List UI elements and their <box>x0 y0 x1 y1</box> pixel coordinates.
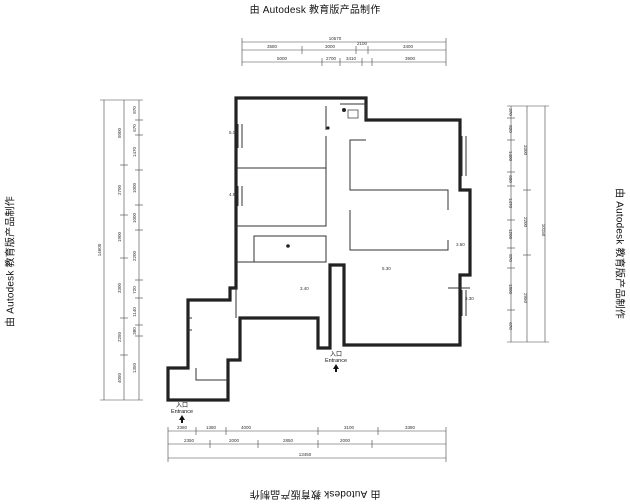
dim-left-a4: 3300 <box>117 282 122 293</box>
dim-left-b5: 1000 <box>132 212 137 223</box>
dim-bottom-5: 3380 <box>405 425 416 430</box>
fixtures <box>286 108 359 248</box>
dim-left-b7: 720 <box>132 286 137 294</box>
bottom-dimension-chain: 2380 1380 4000 3100 3380 2350 2000 2850 … <box>167 425 447 462</box>
dim-right-b8: 1800 <box>508 284 513 295</box>
dim-left-overall: 14600 <box>97 243 102 256</box>
dim-left-b6: 2200 <box>132 250 137 261</box>
dim-right-b3: 1400 <box>508 151 513 162</box>
room-label-5: 3.60 <box>456 242 465 247</box>
dim-left-b2: 670 <box>132 124 137 132</box>
dim-bottom-overall: 13450 <box>299 452 312 457</box>
dim-left-a3: 1900 <box>117 231 122 242</box>
dim-right-a2: 2200 <box>523 217 528 228</box>
room-label-1: 5.00 <box>229 130 238 135</box>
dim-right-a1: 3300 <box>523 145 528 156</box>
entrance-secondary-cn: 入口 <box>176 402 188 409</box>
dim-left-b3: 1470 <box>132 146 137 157</box>
dim-left-b9: 380 <box>132 327 137 335</box>
dim-left-a1: 5000 <box>117 127 122 138</box>
entrance-main-en: Entrance <box>325 358 347 364</box>
entrance-main-cn: 入口 <box>330 351 342 358</box>
entrance-secondary: 入口 Entrance <box>171 402 193 423</box>
dim-left-a6: 4050 <box>117 372 122 383</box>
entrance-main: 入口 Entrance <box>325 351 347 372</box>
dim-top-1: 3580 <box>267 44 278 49</box>
dim-top-7: 3410 <box>346 56 357 61</box>
dim-bottom-7: 2000 <box>229 438 240 443</box>
room-label-3: 3.40 <box>300 286 309 291</box>
top-dimension-chain: 10570 3580 3000 2100 3400 5000 2700 3410… <box>241 36 447 66</box>
watermark-top: 由 Autodesk 教育版产品制作 <box>249 5 381 16</box>
dim-bottom-1: 2380 <box>177 425 188 430</box>
room-label-4: 5.30 <box>382 266 391 271</box>
dim-bottom-9: 2000 <box>340 438 351 443</box>
arrow-up-icon <box>179 415 185 423</box>
dim-bottom-4: 3100 <box>344 425 355 430</box>
dim-left-a5: 2250 <box>117 331 122 342</box>
dim-right-b2: 820 <box>508 125 513 133</box>
dim-top-3: 2100 <box>357 41 368 46</box>
dim-right-b4: 600 <box>508 175 513 183</box>
dim-top-overall: 10570 <box>329 36 342 41</box>
arrow-up-icon <box>333 364 339 372</box>
left-dimension-chain: 14600 5000 2700 1900 3300 2250 4050 870 … <box>97 99 143 401</box>
dim-top-2: 3000 <box>325 44 336 49</box>
dim-right-a3: 2950 <box>523 293 528 304</box>
dim-top-5: 5000 <box>277 56 288 61</box>
dim-right-overall: 10150 <box>541 224 546 237</box>
dim-left-b1: 870 <box>132 106 137 114</box>
dim-right-b5: 1470 <box>508 198 513 209</box>
right-dimension-chain: 10150 3300 2200 2950 370 820 1400 600 14… <box>507 105 549 343</box>
dim-left-b10: 1350 <box>132 362 137 373</box>
entrance-secondary-en: Entrance <box>171 409 193 415</box>
dim-top-4: 3400 <box>403 44 414 49</box>
dim-bottom-3: 4000 <box>241 425 252 430</box>
dim-top-6: 2700 <box>326 56 337 61</box>
wall-outline <box>166 96 472 402</box>
dim-right-b9: 670 <box>508 322 513 330</box>
dim-left-b4: 1000 <box>132 182 137 193</box>
room-label-2: 4.50 <box>229 192 238 197</box>
dim-left-a2: 2700 <box>117 184 122 195</box>
windows <box>188 124 467 331</box>
dim-right-b1: 370 <box>508 108 513 116</box>
room-labels: 5.00 4.50 3.40 5.30 3.60 3.30 <box>229 130 474 301</box>
dim-left-b8: 1140 <box>132 307 137 317</box>
dim-bottom-2: 1380 <box>206 425 217 430</box>
dim-right-b7: 870 <box>508 254 513 262</box>
dim-bottom-6: 2350 <box>184 438 195 443</box>
dim-right-b6: 1200 <box>508 229 513 240</box>
room-label-6: 3.30 <box>465 296 474 301</box>
dim-top-8: 3900 <box>405 56 416 61</box>
dim-bottom-8: 2850 <box>283 438 294 443</box>
